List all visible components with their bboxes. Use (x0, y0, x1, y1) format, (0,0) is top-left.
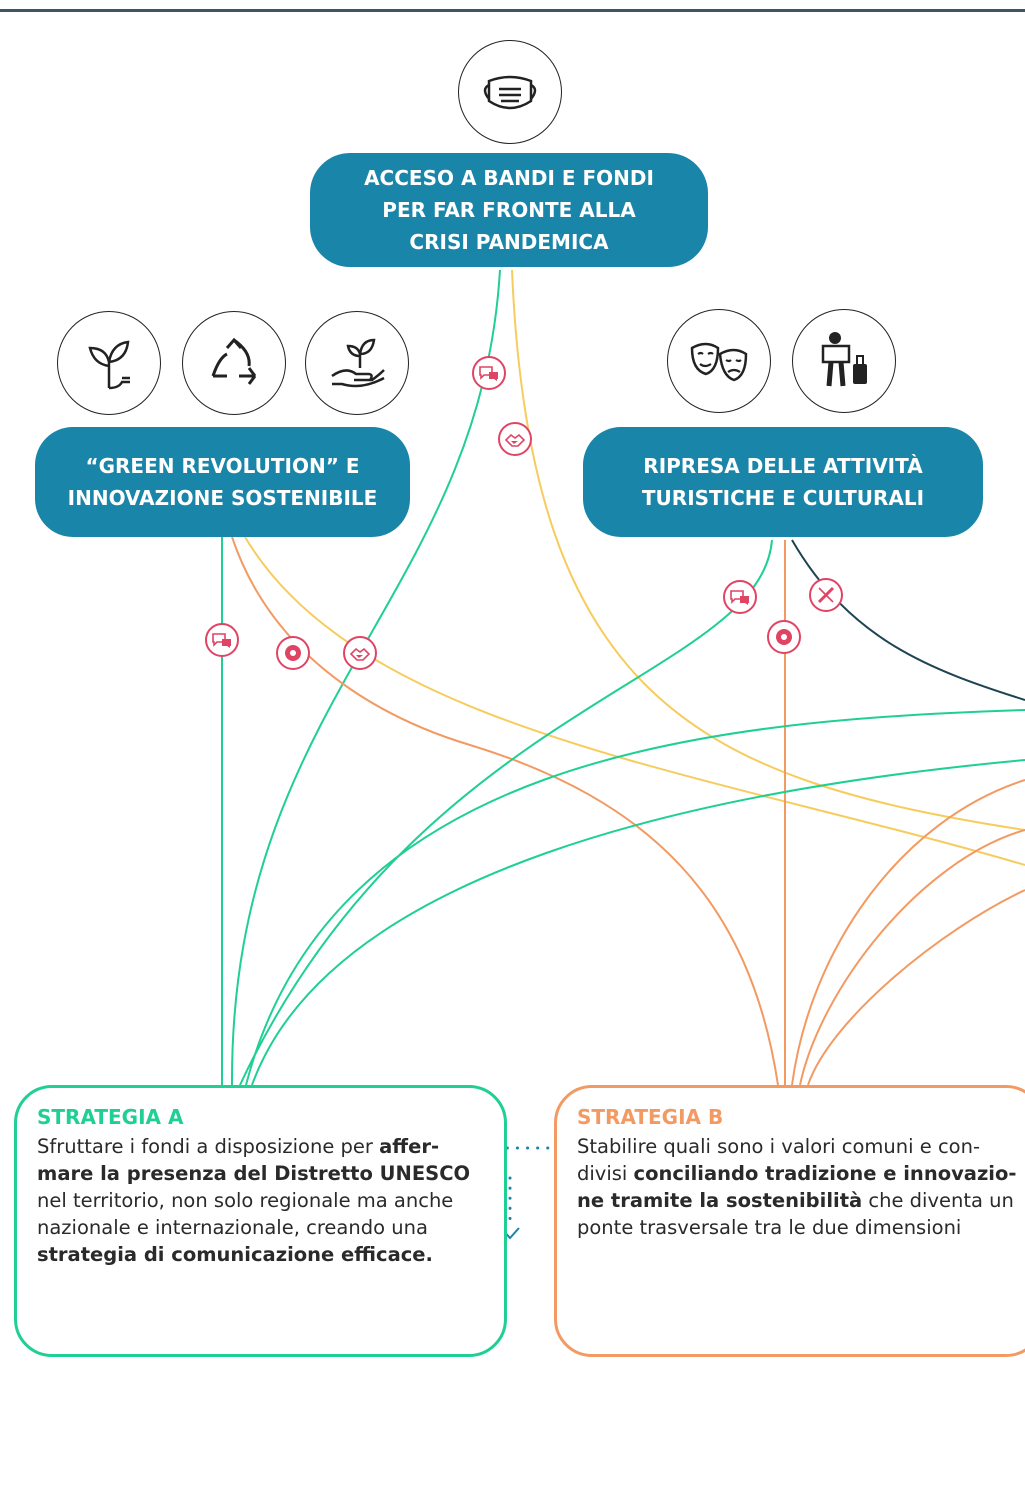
line-right-to-a-1 (245, 709, 1025, 1086)
hand-sprout-icon (305, 311, 409, 415)
flower-icon (276, 636, 310, 670)
strategy-b-title: STRATEGIA B (577, 1105, 724, 1129)
text: nel territorio, non solo regionale ma an… (37, 1189, 454, 1212)
pill-green-revolution: “GREEN REVOLUTION” E INNOVAZIONE SOSTENI… (35, 427, 410, 537)
pill-line: CRISI PANDEMICA (409, 230, 609, 254)
bold-text: affer- (379, 1135, 440, 1158)
chat-icon (472, 356, 506, 390)
text: divisi (577, 1162, 634, 1185)
text-line: Sfruttare i fondi a disposizione per aff… (37, 1133, 484, 1160)
handshake-icon (343, 636, 377, 670)
text-line: Stabilire quali sono i valori comuni e c… (577, 1133, 1021, 1160)
plant-plug-icon (57, 311, 161, 415)
flower-icon (767, 620, 801, 654)
text: nazionale e internazionale, creando una (37, 1216, 428, 1239)
tourist-luggage-icon (792, 309, 896, 413)
text: Stabilire quali sono i valori comuni e c… (577, 1135, 980, 1158)
line-right-to-b-2 (799, 829, 1025, 1086)
line-ripresa-to-right (791, 539, 1025, 701)
text-line: strategia di comunicazione efficace. (37, 1241, 484, 1268)
strategy-a-box: STRATEGIA A Sfruttare i fondi a disposiz… (14, 1085, 507, 1357)
line-right-to-b-3 (807, 889, 1025, 1086)
face-mask-icon (458, 40, 562, 144)
text-line: nazionale e internazionale, creando una (37, 1214, 484, 1241)
bold-text: ne tramite la sostenibilità (577, 1189, 863, 1212)
bold-text: conciliando tradizione e innovazio- (633, 1162, 1017, 1185)
text-line: ponte trasversale tra le due dimensioni (577, 1214, 1021, 1241)
text: Sfruttare i fondi a disposizione per (37, 1135, 380, 1158)
text: ponte trasversale tra le due dimensioni (577, 1216, 962, 1239)
chat-icon (205, 623, 239, 657)
pill-line: TURISTICHE E CULTURALI (641, 486, 925, 510)
pill-crisi-pandemica: ACCESO A BANDI E FONDI PER FAR FRONTE AL… (310, 153, 708, 267)
line-green-to-right (244, 536, 1025, 866)
strategy-a-title: STRATEGIA A (37, 1105, 184, 1129)
text-line: nel territorio, non solo regionale ma an… (37, 1187, 484, 1214)
text-line: ne tramite la sostenibilità che diventa … (577, 1187, 1021, 1214)
pill-line: PER FAR FRONTE ALLA (382, 198, 636, 222)
text-line: divisi conciliando tradizione e innovazi… (577, 1160, 1021, 1187)
line-right-to-a-2 (251, 759, 1025, 1086)
chat-icon (723, 580, 757, 614)
handshake-icon (498, 422, 532, 456)
theater-masks-icon (667, 309, 771, 413)
bold-text: strategia di comunicazione efficace. (37, 1243, 433, 1266)
line-right-to-b-1 (791, 779, 1025, 1086)
top-divider (0, 9, 1025, 12)
strategy-b-text: Stabilire quali sono i valori comuni e c… (577, 1133, 1021, 1241)
recycle-icon (182, 311, 286, 415)
pill-line: “GREEN REVOLUTION” E (85, 454, 360, 478)
pencil-ruler-icon (809, 578, 843, 612)
strategy-b-box: STRATEGIA B Stabilire quali sono i valor… (554, 1085, 1025, 1357)
text: che diventa un (862, 1189, 1014, 1212)
pill-ripresa: RIPRESA DELLE ATTIVITÀ TURISTICHE E CULT… (583, 427, 983, 537)
pill-line: RIPRESA DELLE ATTIVITÀ (643, 454, 923, 478)
pill-line: INNOVAZIONE SOSTENIBILE (67, 486, 378, 510)
text-line: mare la presenza del Distretto UNESCO (37, 1160, 484, 1187)
strategy-a-text: Sfruttare i fondi a disposizione per aff… (37, 1133, 484, 1268)
bold-text: mare la presenza del Distretto UNESCO (37, 1162, 471, 1185)
pill-line: ACCESO A BANDI E FONDI (364, 166, 654, 190)
